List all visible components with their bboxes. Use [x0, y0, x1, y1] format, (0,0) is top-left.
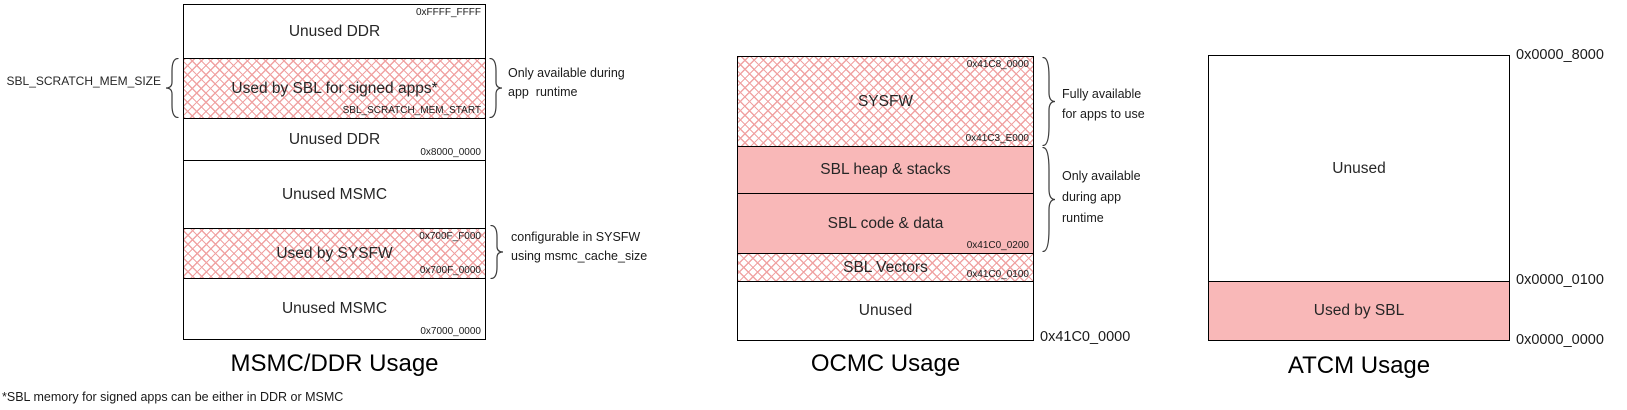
- section-ocmc-sysfw: SYSFW 0x41C8_0000 0x41C3_E000: [738, 57, 1033, 146]
- address-label-msmc-base: 0x7000_0000: [420, 326, 481, 337]
- curly-brace-left-icon: [165, 58, 179, 118]
- ocmc-box: SYSFW 0x41C8_0000 0x41C3_E000 SBL heap &…: [737, 56, 1034, 341]
- section-unused-msmc-bottom: Unused MSMC 0x7000_0000: [184, 278, 485, 339]
- annotation-line: during app: [1062, 190, 1122, 204]
- sbl-scratch-mem-size-label: SBL_SCRATCH_MEM_SIZE: [6, 74, 161, 88]
- section-label: Unused MSMC: [281, 300, 388, 317]
- msmc-ddr-box: Unused DDR 0xFFFF_FFFF Used by SBL for s…: [183, 4, 486, 340]
- address-label-sysfw-base: 0x700F_0000: [419, 265, 481, 276]
- address-label-sysfw-top: 0x700F_F000: [419, 231, 481, 242]
- annotation-line: Only available during: [508, 66, 625, 80]
- curly-brace-right-icon: [490, 225, 504, 279]
- annotation-line: runtime: [1062, 211, 1104, 225]
- section-label: Unused MSMC: [281, 185, 388, 203]
- address-label-atcm-top: 0x0000_8000: [1516, 47, 1604, 63]
- section-sbl-vectors: SBL Vectors 0x41C0_0100: [738, 253, 1033, 281]
- section-used-by-sysfw: Used by SYSFW 0x700F_F000 0x700F_0000: [184, 228, 485, 278]
- annotation-scratch-availability: Only available during app runtime: [508, 64, 625, 102]
- section-atcm-unused: Unused: [1209, 56, 1509, 281]
- section-label: Used by SYSFW: [276, 244, 393, 262]
- address-label-atcm-base: 0x0000_0000: [1516, 332, 1604, 348]
- section-sbl-heap-stacks: SBL heap & stacks: [738, 146, 1033, 193]
- msmc-ddr-title: MSMC/DDR Usage: [230, 350, 439, 377]
- annotation-sysfw-config: configurable in SYSFW using msmc_cache_s…: [511, 228, 647, 266]
- address-label-ocmc-base: 0x41C0_0000: [1040, 329, 1131, 345]
- atcm-box: Unused Used by SBL: [1208, 55, 1510, 341]
- curly-brace-right-icon: [1042, 147, 1056, 252]
- address-label-ocmc-top: 0x41C8_0000: [966, 59, 1029, 70]
- footnote: *SBL memory for signed apps can be eithe…: [2, 390, 344, 404]
- annotation-line: using msmc_cache_size: [511, 249, 648, 263]
- address-label-atcm-sbl-top: 0x0000_0100: [1516, 272, 1604, 288]
- section-unused-ddr-top: Unused DDR 0xFFFF_FFFF: [184, 5, 485, 58]
- section-label: Used by SBL for signed apps*: [231, 79, 438, 97]
- atcm-title: ATCM Usage: [1287, 352, 1431, 379]
- section-unused-msmc-top: Unused MSMC: [184, 160, 485, 228]
- address-label-ocmc-vectors-base: 0x41C0_0100: [966, 269, 1029, 280]
- annotation-fully-available: Fully available for apps to use: [1062, 84, 1145, 124]
- section-label: SYSFW: [857, 92, 914, 110]
- section-label: Unused: [858, 302, 913, 319]
- annotation-only-available: Only available during app runtime: [1062, 166, 1141, 229]
- annotation-line: configurable in SYSFW: [511, 230, 641, 244]
- section-sbl-scratch: Used by SBL for signed apps* SBL_SCRATCH…: [184, 58, 485, 118]
- section-used-by-sbl: Used by SBL: [1209, 281, 1509, 340]
- annotation-line: Only available: [1062, 169, 1141, 183]
- section-label: SBL code & data: [827, 214, 944, 232]
- curly-brace-right-icon: [1042, 57, 1056, 146]
- annotation-line: app runtime: [508, 85, 578, 99]
- section-label: Unused: [1332, 159, 1386, 177]
- section-label: Unused DDR: [288, 130, 381, 148]
- address-label-scratch-start: SBL_SCRATCH_MEM_START: [342, 105, 481, 116]
- address-label-ddr-top: 0xFFFF_FFFF: [416, 7, 481, 18]
- address-label-ocmc-code-base: 0x41C0_0200: [966, 240, 1029, 251]
- section-ocmc-unused: Unused: [738, 281, 1033, 340]
- annotation-line: Fully available: [1062, 87, 1142, 101]
- section-label: Used by SBL: [1313, 302, 1405, 319]
- section-label: SBL Vectors: [843, 258, 928, 276]
- address-label-ocmc-sysfw-base: 0x41C3_E000: [965, 133, 1029, 144]
- ocmc-title: OCMC Usage: [810, 350, 961, 377]
- section-label: Unused DDR: [288, 22, 381, 40]
- address-label-ddr-base: 0x8000_0000: [420, 147, 481, 158]
- section-sbl-code-data: SBL code & data 0x41C0_0200: [738, 193, 1033, 253]
- section-unused-ddr-bottom: Unused DDR 0x8000_0000: [184, 118, 485, 160]
- section-label: SBL heap & stacks: [820, 161, 951, 178]
- annotation-line: for apps to use: [1062, 107, 1145, 121]
- curly-brace-right-icon: [489, 58, 503, 118]
